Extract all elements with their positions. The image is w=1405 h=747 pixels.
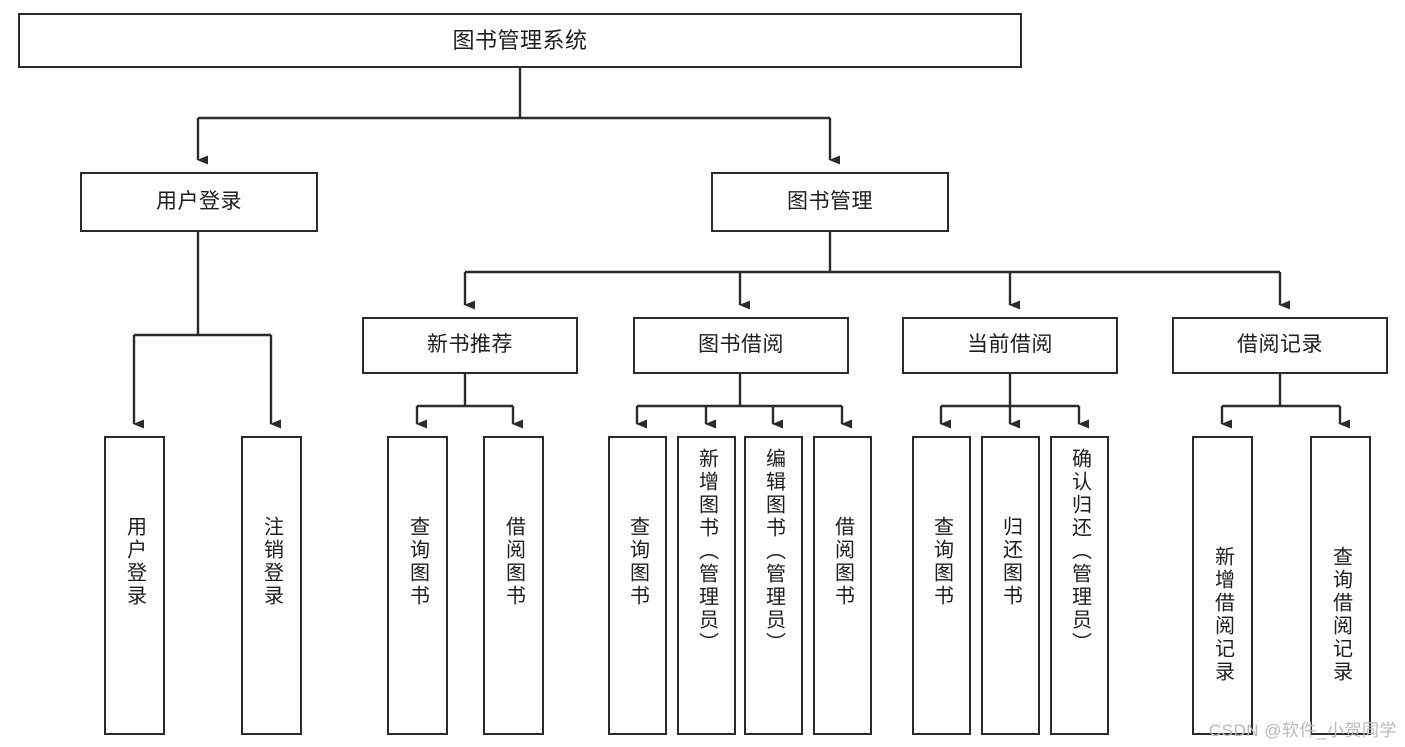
node-leaf-query-record[interactable]: 查询借阅记录: [1310, 436, 1371, 735]
node-current-borrow-label: 当前借阅: [967, 333, 1053, 357]
node-leaf-logout-login-label: 注销登录: [260, 516, 283, 608]
node-root[interactable]: 图书管理系统: [18, 13, 1022, 68]
node-leaf-confirm-return-label: 确认归还（管理员）: [1068, 448, 1091, 655]
node-book-borrow[interactable]: 图书借阅: [633, 317, 849, 374]
node-leaf-user-login[interactable]: 用户登录: [104, 436, 165, 735]
node-book-borrow-label: 图书借阅: [698, 333, 784, 357]
node-leaf-query-book-2-label: 查询图书: [626, 516, 649, 608]
node-leaf-edit-book-label: 编辑图书（管理员）: [762, 448, 785, 655]
node-leaf-logout-login[interactable]: 注销登录: [241, 436, 302, 735]
node-leaf-add-book[interactable]: 新增图书（管理员）: [677, 436, 736, 735]
node-book-management-label: 图书管理: [787, 189, 873, 213]
node-leaf-add-record-label: 新增借阅记录: [1211, 546, 1234, 684]
node-leaf-borrow-book-2-label: 借阅图书: [831, 516, 854, 608]
node-leaf-borrow-book-2[interactable]: 借阅图书: [813, 436, 872, 735]
node-root-label: 图书管理系统: [452, 27, 588, 53]
node-borrow-record[interactable]: 借阅记录: [1172, 317, 1388, 374]
node-leaf-confirm-return[interactable]: 确认归还（管理员）: [1050, 436, 1109, 735]
node-leaf-query-book-3-label: 查询图书: [930, 516, 953, 608]
node-leaf-query-record-label: 查询借阅记录: [1329, 546, 1352, 684]
node-leaf-query-book-1[interactable]: 查询图书: [387, 436, 448, 735]
node-book-management[interactable]: 图书管理: [711, 172, 949, 232]
node-leaf-borrow-book-1[interactable]: 借阅图书: [483, 436, 544, 735]
node-leaf-return-book[interactable]: 归还图书: [981, 436, 1040, 735]
node-leaf-add-book-label: 新增图书（管理员）: [695, 448, 718, 655]
node-borrow-record-label: 借阅记录: [1237, 333, 1323, 357]
node-leaf-query-book-3[interactable]: 查询图书: [912, 436, 971, 735]
node-user-login[interactable]: 用户登录: [80, 172, 318, 232]
node-leaf-user-login-label: 用户登录: [123, 516, 146, 608]
node-new-book-recommend[interactable]: 新书推荐: [362, 317, 578, 374]
node-leaf-query-book-1-label: 查询图书: [406, 516, 429, 608]
node-leaf-return-book-label: 归还图书: [999, 516, 1022, 608]
node-current-borrow[interactable]: 当前借阅: [902, 317, 1118, 374]
node-leaf-add-record[interactable]: 新增借阅记录: [1192, 436, 1253, 735]
csdn-watermark: CSDN @软件_小贺同学: [1208, 721, 1397, 740]
node-user-login-label: 用户登录: [156, 189, 242, 213]
node-leaf-edit-book[interactable]: 编辑图书（管理员）: [744, 436, 803, 735]
node-leaf-query-book-2[interactable]: 查询图书: [608, 436, 667, 735]
node-leaf-borrow-book-1-label: 借阅图书: [502, 516, 525, 608]
node-new-book-recommend-label: 新书推荐: [427, 333, 513, 357]
